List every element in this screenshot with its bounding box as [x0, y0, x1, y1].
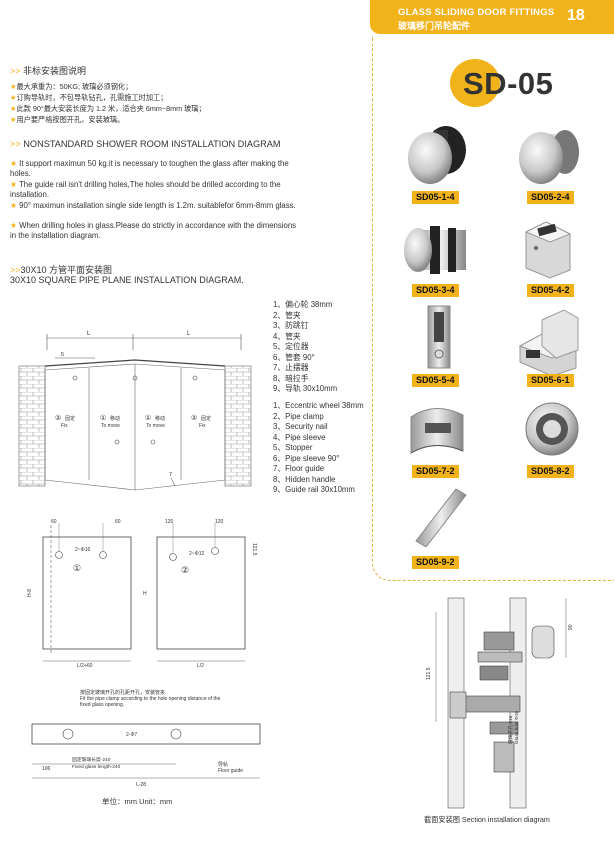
- panel-4-en: Fix: [199, 423, 206, 429]
- dim-L-left: L: [87, 331, 91, 337]
- panel-2-en: To move: [101, 423, 120, 429]
- panel-1-en: Fix: [61, 423, 68, 429]
- bullet-en-1: ★ It support maximun 50 kg.it is necessa…: [10, 159, 289, 178]
- rail-total: L-28: [136, 782, 146, 788]
- section-installation-diagram: 121.5 90 玻璃开孔Φ16 Glass hole Φ16: [426, 597, 574, 809]
- product-label: SD05-8-2: [527, 465, 574, 478]
- rail-floor-zh: 导轨: [218, 761, 228, 768]
- product-label: SD05-3-4: [412, 284, 459, 297]
- bullet-zh-2: ★订购导轨时，不包导轨钻孔，孔需施工时加工；: [10, 93, 168, 102]
- header-bar: [370, 0, 614, 34]
- product-label: SD05-2-4: [527, 191, 574, 204]
- glass-opening-diagrams: 60 60 2~Φ16 ① H-8 L/2+60 120 120 2~Φ12 ②…: [27, 519, 257, 669]
- bullet-en-4: ★ When drilling holes in glass.Please do…: [10, 221, 297, 240]
- section-caption: 截面安装图 Section installation diagram: [424, 815, 550, 824]
- bullet-en-3: ★ 90° maximun installation single side l…: [10, 201, 296, 210]
- product-label: SD05-9-2: [412, 556, 459, 569]
- rail-hole: 2-Φ7: [126, 732, 137, 738]
- glass1-bottom: L/2+60: [77, 663, 93, 669]
- bullet-zh-1: ★最大承重为：50KG; 玻璃必须钢化；: [10, 82, 133, 91]
- product-image-3: [404, 226, 466, 274]
- bullet-zh-3: ★此款 90°最大安装长度为 1.2 米，适合夹 6mm~8mm 玻璃；: [10, 104, 206, 113]
- product-image-8: [525, 402, 579, 456]
- glass1-height: H-8: [27, 589, 33, 597]
- glass2-hole: 2~Φ12: [189, 551, 204, 557]
- product-image-2: [519, 130, 579, 184]
- glass2-circle: ②: [181, 565, 189, 575]
- bullet-zh-4: ★用户要严格按图开孔，安装玻璃。: [10, 115, 125, 124]
- product-label: SD05-4-2: [527, 284, 574, 297]
- rail-floor-en: Floor guide: [218, 768, 243, 774]
- panel-1-circle: ②: [55, 415, 61, 422]
- plan-installation-diagram: L L 5 ② 固定 Fix ① 移动 To move ① 移动 To move…: [18, 331, 252, 491]
- glass2-height: H: [143, 591, 147, 597]
- section-dim1: 121.5: [426, 667, 432, 680]
- product-image-4: [524, 221, 572, 279]
- product-image-5: [427, 305, 451, 369]
- panel-1-zh: 固定: [65, 415, 75, 422]
- product-label: SD05-5-4: [412, 374, 459, 387]
- unit-note: 单位：mm Unit：mm: [102, 797, 173, 806]
- glass2-dim-top: 120: [165, 519, 174, 525]
- panel-4-circle: ②: [191, 415, 197, 422]
- product-panel: [372, 36, 614, 581]
- product-image-9: [415, 488, 467, 547]
- guide-rail-diagram: 2-Φ7 106 固定玻璃长度-240 Fixed glass length-2…: [31, 723, 261, 788]
- model-badge-blob: [450, 59, 500, 107]
- glass1-hole: 2~Φ16: [75, 547, 90, 553]
- product-image-6: [518, 309, 579, 376]
- model-title: SD-05: [463, 66, 554, 101]
- panel-3-zh: 移动: [155, 415, 165, 422]
- section-title-zh: >> 非标安装图说明: [10, 66, 87, 76]
- header-title-en: GLASS SLIDING DOOR FITTINGS: [398, 7, 555, 18]
- product-label: SD05-6-1: [527, 374, 574, 387]
- page-number: 18: [567, 7, 585, 24]
- section-title-3-en: 30X10 SQUARE PIPE PLANE INSTALLATION DIA…: [10, 275, 244, 285]
- section-dim2: 90: [568, 624, 574, 630]
- glass1-dim-top2: 60: [115, 519, 121, 525]
- glass2-bottom: L/2: [197, 663, 204, 669]
- rail-note: 按固定玻璃开孔的孔距开孔，安装管夹 Fit the pipe clamp acc…: [80, 690, 221, 709]
- section-hole-en: Glass hole Φ16: [514, 711, 520, 744]
- glass2-side: 121.5: [251, 543, 257, 556]
- product-image-7: [410, 408, 464, 454]
- panel-2-zh: 移动: [110, 415, 120, 422]
- panel-4-zh: 固定: [201, 415, 211, 422]
- section-hole-zh: 玻璃开孔Φ16: [507, 715, 514, 744]
- rail-glass-len-en: Fixed glass length-240: [72, 764, 121, 770]
- product-label: SD05-7-2: [412, 465, 459, 478]
- bullet-en-2: ★ The guide rail isn't drilling holes,Th…: [10, 180, 281, 199]
- rail-glass-len: 固定玻璃长度-240: [72, 756, 111, 763]
- header-title-zh: 玻璃移门吊轮配件: [398, 21, 471, 31]
- rail-left-dim: 106: [42, 766, 51, 772]
- dim-L-right: L: [187, 331, 191, 337]
- product-label: SD05-1-4: [412, 191, 459, 204]
- glass1-dim-top: 60: [51, 519, 57, 525]
- product-image-1: [408, 126, 466, 184]
- num-7: 7: [169, 472, 172, 478]
- panel-3-en: To move: [146, 423, 165, 429]
- dim-5: 5: [61, 352, 64, 358]
- section-title-3-zh: >>30X10 方管平面安装图: [10, 265, 113, 275]
- glass2-dim-top2: 120: [215, 519, 224, 525]
- panel-3-circle: ①: [145, 414, 151, 422]
- panel-2-circle: ①: [100, 414, 106, 422]
- section-title-en: >> NONSTANDARD SHOWER ROOM INSTALLATION …: [10, 139, 281, 149]
- glass1-circle: ①: [73, 563, 81, 573]
